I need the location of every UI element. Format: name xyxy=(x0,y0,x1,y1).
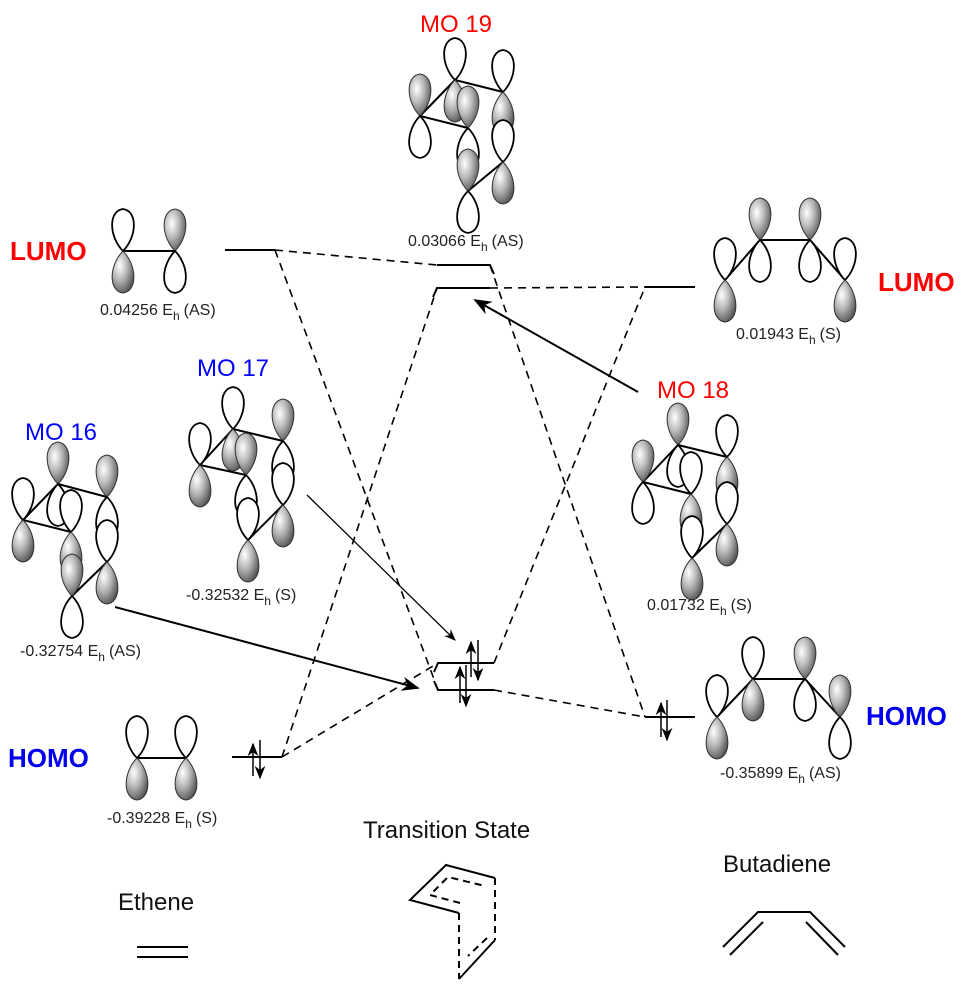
level-ts-mo17 xyxy=(433,662,494,673)
orbital-ts-mo19 xyxy=(408,37,515,234)
level-ts-mo19 xyxy=(437,264,495,275)
ts-name: Transition State xyxy=(363,817,530,844)
butadiene-lumo-energy: 0.01943 Eh(S) xyxy=(736,326,841,347)
mo16-energy: -0.32754 Eh(AS) xyxy=(20,643,141,664)
corr-butadiene-homo-mo16 xyxy=(493,689,646,718)
mo18-label: MO 18 xyxy=(657,377,729,404)
mo17-energy: -0.32532 Eh(S) xyxy=(186,587,296,608)
arrow-mo17-to-level xyxy=(306,494,456,641)
orbital-ts-mo18 xyxy=(631,402,739,601)
mo18-energy: 0.01732 Eh(S) xyxy=(647,597,752,618)
ethene-homo-energy: -0.39228 Eh(S) xyxy=(107,810,217,831)
corr-ethene-homo-mo17 xyxy=(281,662,439,758)
arrow-mo18-to-level xyxy=(473,299,639,393)
mo17-label: MO 17 xyxy=(197,355,269,382)
ethene-lumo-label: LUMO xyxy=(10,236,87,266)
mo19-label: MO 19 xyxy=(420,11,492,38)
electron-pair-ts-mo17 xyxy=(465,640,484,682)
electron-pair-ethene-homo xyxy=(247,740,266,780)
mo19-energy: 0.03066 Eh(AS) xyxy=(408,233,524,254)
butadiene-homo-label: HOMO xyxy=(866,701,947,731)
orbital-ethene-homo xyxy=(125,715,198,801)
corr-butadiene-lumo-mo17 xyxy=(493,286,646,664)
orbital-butadiene-lumo xyxy=(713,197,857,323)
correlation-lines xyxy=(274,249,646,758)
ts-structure xyxy=(408,863,496,980)
butadiene-lumo-label: LUMO xyxy=(878,267,955,297)
level-ts-mo18 xyxy=(432,287,490,298)
butadiene-name: Butadiene xyxy=(723,851,831,878)
corr-ethene-lumo-mo19 xyxy=(274,249,438,266)
orbital-ts-mo16 xyxy=(11,441,119,639)
level-ts-mo16 xyxy=(433,680,494,691)
energy-levels xyxy=(225,249,695,758)
corr-butadiene-lumo-mo18 xyxy=(489,286,646,289)
electron-pair-ts-mo16 xyxy=(454,665,472,708)
corr-butadiene-homo-mo19 xyxy=(489,264,646,718)
corr-ethene-lumo-mo16 xyxy=(274,249,439,691)
mo16-label: MO 16 xyxy=(25,419,97,446)
butadiene-structure xyxy=(722,911,846,956)
orbital-ethene-lumo xyxy=(111,208,187,294)
arrow-mo16-to-level xyxy=(114,606,420,691)
corr-ethene-homo-mo18 xyxy=(281,287,438,758)
electron-pair-butadiene-homo xyxy=(655,700,673,742)
ethene-name: Ethene xyxy=(118,889,194,916)
ethene-structure xyxy=(137,946,188,958)
butadiene-homo-energy: -0.35899 Eh(AS) xyxy=(720,765,841,786)
orbital-butadiene-homo xyxy=(705,636,852,760)
orbital-ts-mo17 xyxy=(188,386,295,583)
ethene-lumo-energy: 0.04256 Eh(AS) xyxy=(100,302,216,323)
ethene-homo-label: HOMO xyxy=(8,743,89,773)
